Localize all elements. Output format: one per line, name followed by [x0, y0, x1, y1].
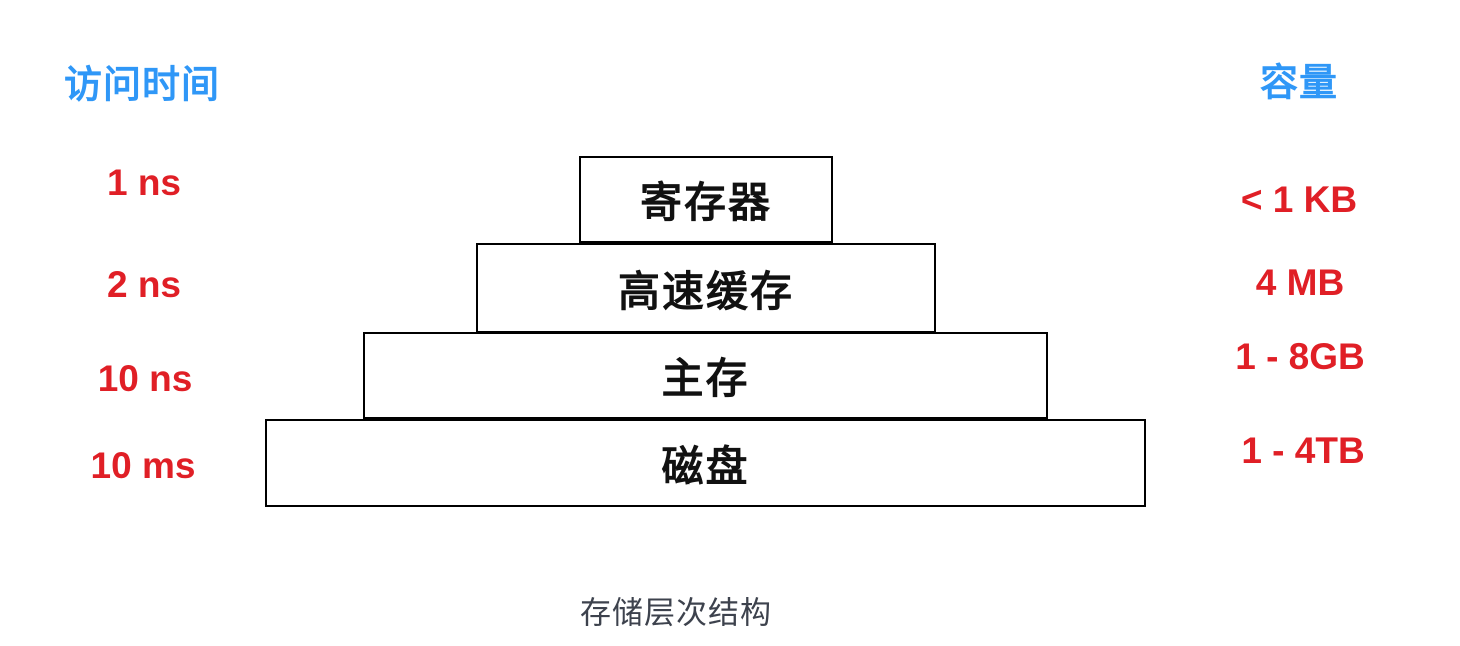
- pyramid-level-label: 高速缓存: [617, 267, 794, 315]
- access-time-column-header: 访问时间: [63, 64, 221, 107]
- access-time-label-main-memory: 10 ns: [97, 358, 193, 399]
- capacity-label-cache: 4 MB: [1255, 262, 1345, 303]
- pyramid-level-disk: 磁盘: [265, 419, 1146, 507]
- diagram-caption: 存储层次结构: [580, 595, 772, 631]
- access-time-label-cache: 2 ns: [106, 264, 182, 305]
- pyramid-level-label: 磁盘: [661, 442, 750, 490]
- pyramid-level-label: 寄存器: [639, 179, 772, 226]
- capacity-column-header: 容量: [1259, 62, 1339, 105]
- pyramid-level-main-memory: 主存: [363, 332, 1048, 419]
- pyramid-level-cache: 高速缓存: [476, 243, 936, 333]
- capacity-label-disk: 1 - 4TB: [1241, 430, 1365, 471]
- pyramid-level-label: 主存: [661, 355, 750, 402]
- capacity-label-registers: < 1 KB: [1240, 179, 1358, 220]
- pyramid-level-registers: 寄存器: [579, 156, 833, 243]
- access-time-label-disk: 10 ms: [90, 445, 196, 486]
- access-time-label-registers: 1 ns: [106, 162, 182, 203]
- capacity-label-main-memory: 1 - 8GB: [1235, 336, 1365, 377]
